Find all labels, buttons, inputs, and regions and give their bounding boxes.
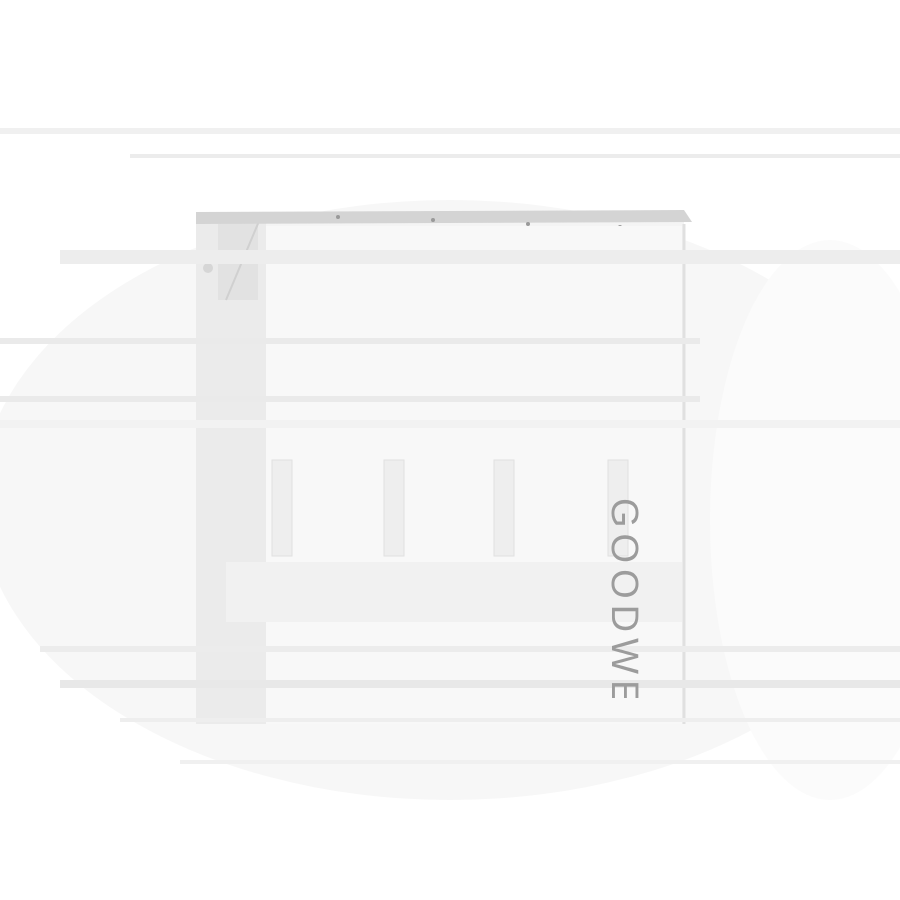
glitch-band xyxy=(0,128,900,134)
module-vent xyxy=(271,459,293,557)
glitch-band xyxy=(130,154,900,158)
glitch-band xyxy=(180,760,900,764)
glitch-band xyxy=(40,646,900,652)
top-rail-screw xyxy=(336,215,340,219)
background-glow-right xyxy=(710,240,900,800)
top-rail-screw xyxy=(431,218,435,222)
glitch-band xyxy=(0,338,700,344)
lower-panel-band xyxy=(226,562,682,622)
glitch-band xyxy=(0,420,900,428)
top-rail-screw xyxy=(526,222,530,226)
module-vent xyxy=(383,459,405,557)
cabinet-top-rail xyxy=(196,210,692,224)
module-vent xyxy=(607,459,629,557)
glitch-band xyxy=(0,396,700,402)
brand-logo: GOODWE xyxy=(604,498,644,698)
glitch-band xyxy=(120,718,900,722)
module-vent xyxy=(493,459,515,557)
side-bolt xyxy=(203,263,213,273)
glitch-band xyxy=(60,250,900,264)
glitch-band xyxy=(60,680,900,688)
